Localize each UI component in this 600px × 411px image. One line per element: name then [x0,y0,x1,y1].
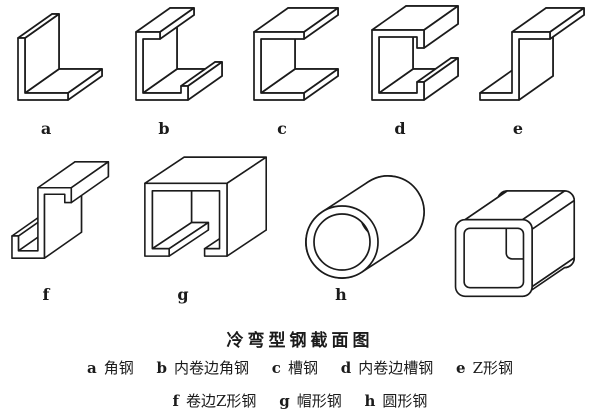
profiles-row-2: f g [10,146,582,303]
legend-key-e: e [456,359,466,377]
legend-item-h: h 圆形钢 [365,392,428,410]
legend-item-f: f 卷边Z形钢 [173,392,257,410]
legend-term-d: 内卷边槽钢 [358,359,434,377]
legend-term-a: 角钢 [103,359,134,377]
lipped-z-section-steel-drawing [11,161,110,259]
figure-label-f: f [42,285,50,304]
legend-term-f: 卷边Z形钢 [186,392,257,410]
figure-angle-steel: a [6,2,118,137]
z-section-steel-drawing [479,7,585,101]
legend-line-2: f 卷边Z形钢 g 帽形钢 h 圆形钢 [0,390,600,411]
round-tube-steel-drawing [305,175,425,279]
figure-label-b: b [158,119,170,138]
figure-lipped-channel-steel: d [360,2,472,137]
angle-steel-drawing [17,13,103,101]
figure-channel-steel: c [242,2,354,137]
figure-square-tube-steel [442,168,582,303]
legend-key-g: g [279,392,290,410]
legend-key-f: f [172,392,179,410]
legend-term-h: 圆形钢 [382,392,428,410]
profiles-row-1: a b [6,2,590,137]
legend-item-d: d 内卷边槽钢 [341,359,434,377]
legend-item-e: e Z形钢 [456,359,513,377]
legend-term-b: 内卷边角钢 [174,359,250,377]
lipped-angle-steel-drawing [135,7,223,101]
lipped-channel-steel-drawing [371,5,459,101]
square-tube-steel-drawing [454,190,576,298]
figure-label-a: a [40,119,52,138]
channel-steel-drawing [253,7,339,101]
figure-label-d: d [394,119,406,138]
legend-key-a: a [86,359,97,377]
figure-label-e: e [512,119,524,138]
figure-round-tube-steel: h [284,154,430,303]
figure-lipped-z-section-steel: f [10,147,114,303]
legend-term-g: 帽形钢 [296,392,342,410]
legend-term-c: 槽钢 [287,359,318,377]
legend-key-c: c [271,359,281,377]
figure-label-c: c [277,119,287,138]
diagram-title: 冷弯型钢截面图 [226,331,374,351]
legend-item-g: g 帽形钢 [279,392,342,410]
figure-label-h: h [335,285,347,304]
legend-key-d: d [340,359,352,377]
legend-term-e: Z形钢 [472,359,514,377]
legend-item-a: a 角钢 [87,359,134,377]
legend-item-b: b 内卷边角钢 [157,359,250,377]
legend-key-b: b [156,359,168,377]
figure-z-section-steel: e [478,2,590,137]
figure-hat-section-steel: g [126,146,272,303]
figure-label-g: g [177,285,189,304]
hat-section-steel-drawing [144,156,267,257]
legend-key-h: h [364,392,376,410]
figure-lipped-angle-steel: b [124,2,236,137]
legend-line-1: a 角钢 b 内卷边角钢 c 槽钢 d 内卷边槽钢 e Z形钢 [0,357,600,378]
legend-item-c: c 槽钢 [272,359,318,377]
